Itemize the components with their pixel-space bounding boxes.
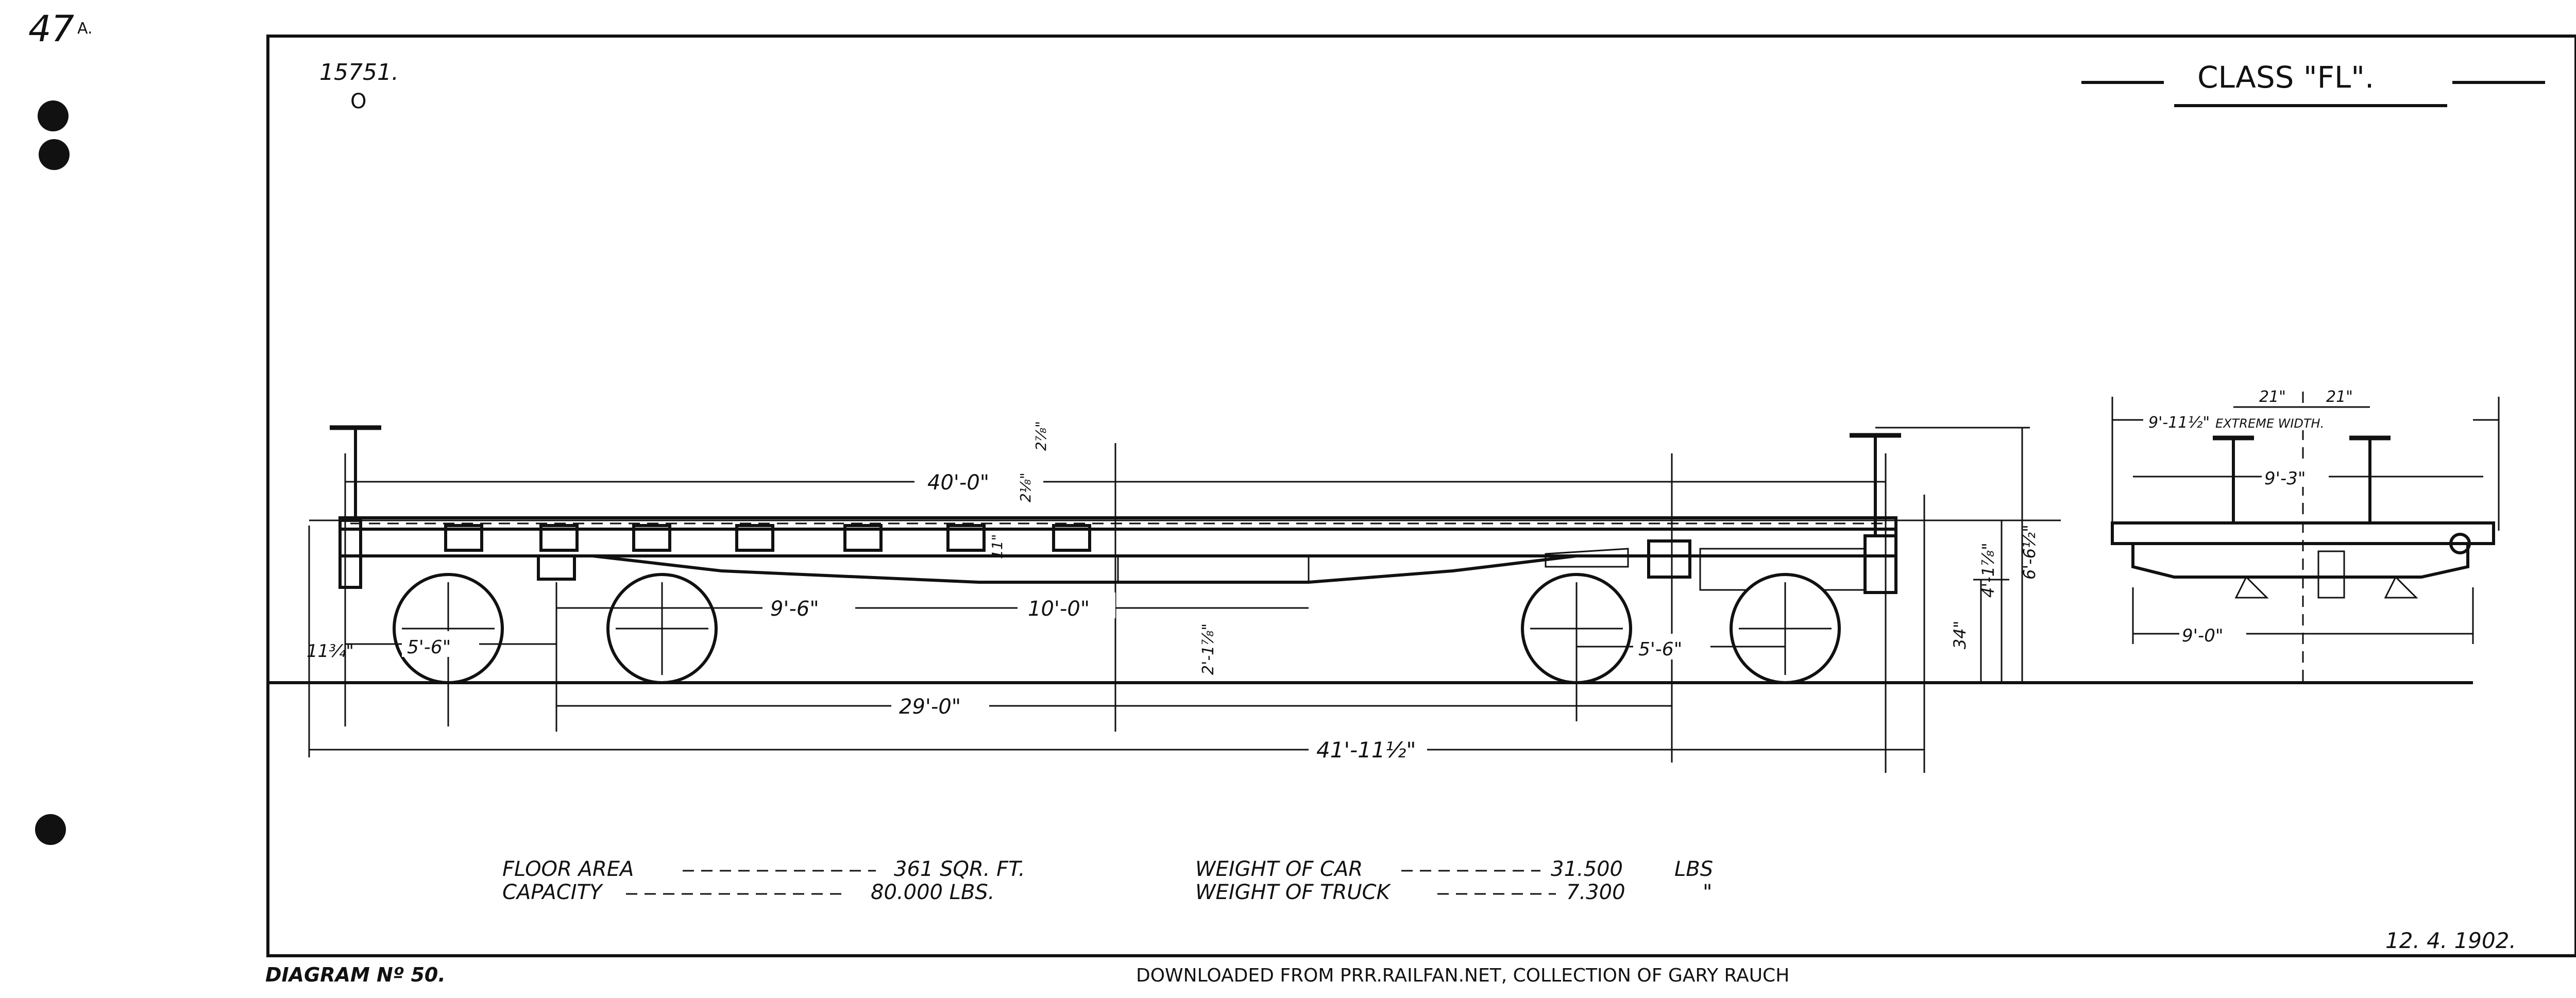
dim-center-sill-height: 2'-1⅞"	[1199, 623, 1217, 675]
diagram-number: DIAGRAM Nº 50.	[265, 963, 446, 986]
center-sill	[361, 554, 1880, 584]
dim-coupler-height: 34"	[1950, 621, 1970, 649]
floor-area-label: FLOOR AREA	[502, 857, 634, 881]
dim-truck-centers: 29'-0"	[899, 695, 961, 719]
brake-wheel-right	[1850, 433, 1901, 536]
class-title: CLASS "FL".	[2197, 60, 2374, 95]
side-elevation: 40'-0" 2⅞" 2⅛" 11" 9'-6" 10'-0" 2'-1⅞" 1…	[307, 421, 2061, 773]
dim-deck-offset: 2⅞"	[1032, 421, 1049, 451]
specifications: FLOOR AREA 361 SQR. FT. CAPACITY 80.000 …	[502, 857, 1713, 904]
dim-deck-width: 9'-3"	[2264, 468, 2306, 489]
end-body	[2131, 544, 2469, 579]
capacity-label: CAPACITY	[502, 881, 604, 904]
capacity-value: 80.000 LBS.	[871, 881, 995, 904]
drawing-number-mark: O	[350, 90, 366, 113]
dim-sill-depth: 11"	[989, 534, 1006, 559]
weight-truck-label: WEIGHT OF TRUCK	[1195, 881, 1391, 904]
end-sill-right	[1863, 534, 1897, 594]
dim-deck-height: 4'-1⅞"	[1978, 543, 1998, 598]
weight-car-unit: LBS	[1674, 857, 1713, 881]
brake-wheel-left	[330, 425, 381, 520]
weight-car-value: 31.500	[1551, 857, 1623, 881]
weight-truck-value: 7.300	[1566, 881, 1625, 904]
weight-truck-unit: "	[1703, 881, 1712, 904]
dim-deck-thickness: 2⅛"	[1017, 472, 1034, 502]
dim-truck-width: 9'-0"	[2182, 625, 2224, 646]
end-hook	[2449, 533, 2471, 554]
stake-pockets	[444, 524, 1091, 552]
drawing-number: 15751.	[319, 59, 399, 86]
end-elevation: 9'-11½" EXTREME WIDTH. 21" 21" 9'-3" 9'-…	[2111, 388, 2500, 683]
class-title-block: CLASS "FL".	[2081, 60, 2545, 107]
dim-center-offset: 10'-0"	[1028, 597, 1090, 621]
drawing-date: 12. 4. 1902.	[2385, 928, 2516, 953]
sheet-suffix: A.	[77, 20, 93, 38]
brake-lever	[1545, 548, 1629, 568]
dim-axle-to-center: 9'-6"	[770, 597, 819, 621]
bolster-left	[537, 554, 576, 581]
dim-over-couplers: 41'-11½"	[1316, 737, 1416, 763]
drawing-border	[266, 35, 2576, 957]
bolster-right	[1647, 539, 1691, 579]
dim-body-length: 40'-0"	[927, 471, 989, 495]
download-credit: DOWNLOADED FROM PRR.RAILFAN.NET, COLLECT…	[1136, 965, 1789, 986]
punch-hole-top	[38, 100, 69, 131]
punch-hole-middle	[39, 139, 70, 170]
dim-extreme-width: 9'-11½"	[2148, 414, 2210, 432]
floor-area-value: 361 SQR. FT.	[894, 857, 1025, 881]
punch-hole-bottom	[35, 814, 66, 845]
weight-car-label: WEIGHT OF CAR	[1195, 857, 1363, 881]
end-coupler	[2317, 550, 2345, 599]
dim-wheelbase-left: 5'-6"	[407, 637, 451, 658]
dim-brake-wheel-height: 6'-6½"	[2020, 525, 2039, 580]
dim-brake-offset-left: 21"	[2259, 388, 2286, 406]
dim-brake-offset-right: 21"	[2326, 388, 2353, 406]
sheet-number: 47	[28, 8, 74, 50]
center-sill-plate	[1117, 555, 1310, 584]
label-extreme-width: EXTREME WIDTH.	[2215, 416, 2324, 431]
dim-wheelbase-right: 5'-6"	[1638, 639, 1682, 660]
